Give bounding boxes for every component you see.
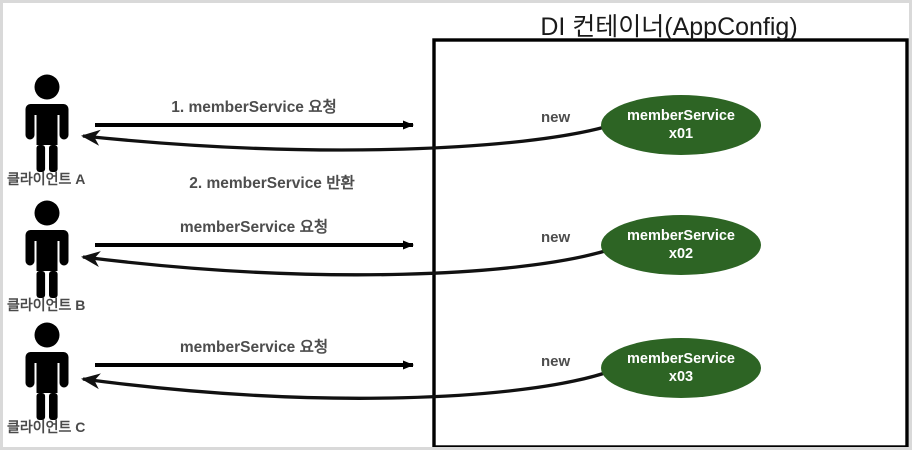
bean-ellipse-x03[interactable] <box>601 338 761 398</box>
return-arrow-a <box>81 125 606 152</box>
stick-figure-c <box>25 322 69 420</box>
return-arrow-c <box>81 371 606 400</box>
stick-figure-a <box>25 74 69 172</box>
request-label-b: memberService 요청 <box>179 219 329 236</box>
return-arrow-b <box>81 249 606 277</box>
client-label-b: 클라이언트 B <box>7 297 86 313</box>
request-label-c: memberService 요청 <box>179 339 329 356</box>
di-container-title: DI 컨테이너(AppConfig) <box>540 13 798 41</box>
new-label-a: new <box>541 109 571 126</box>
client-label-c: 클라이언트 C <box>7 419 86 435</box>
stick-figure-b <box>25 200 69 298</box>
request-label-a: 1. memberService 요청 <box>171 99 337 116</box>
new-label-c: new <box>541 353 571 370</box>
new-label-b: new <box>541 229 571 246</box>
di-container-box <box>432 38 909 447</box>
diagram-graphics <box>25 38 909 447</box>
bean-ellipse-x01[interactable] <box>601 95 761 155</box>
return-label-a: 2. memberService 반환 <box>189 175 355 192</box>
client-label-a: 클라이언트 A <box>7 171 86 187</box>
bean-ellipse-x02[interactable] <box>601 215 761 275</box>
